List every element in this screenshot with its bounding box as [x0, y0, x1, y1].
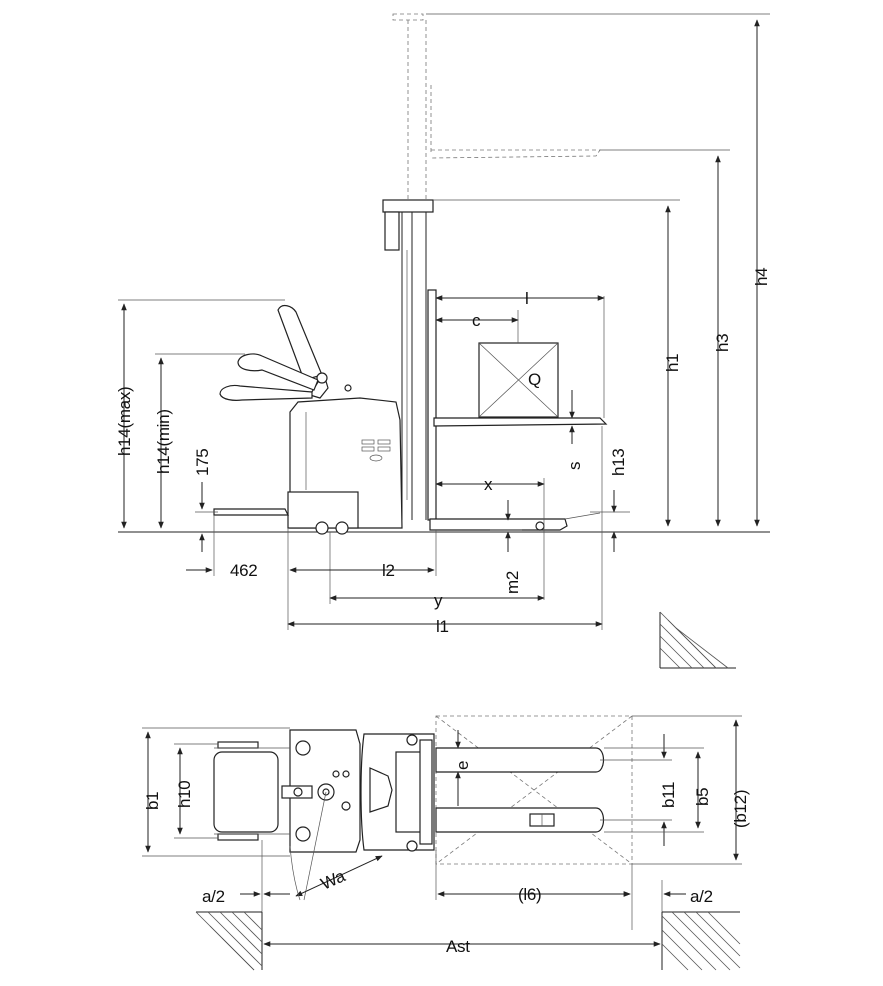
load-outline-top [435, 715, 633, 865]
fork-carriage [433, 417, 608, 427]
dim-462-l2: 462 l2 [186, 515, 437, 630]
dim-e: e [453, 730, 472, 806]
y-label: y [434, 591, 443, 610]
a2-left-label: a/2 [202, 887, 225, 906]
dim-b11: b11 [600, 734, 678, 846]
load-box: Q [478, 342, 559, 418]
dim-aisle-parts: a/2 (l6) a/2 [202, 840, 713, 970]
d175-label: 175 [193, 449, 212, 476]
l2-label: l2 [382, 561, 395, 580]
dim-s: s [565, 390, 584, 470]
h14min-label: h14(min) [154, 409, 173, 474]
d462-label: 462 [230, 561, 257, 580]
s-label: s [565, 462, 584, 470]
m2-label: m2 [503, 571, 522, 594]
h10-label: h10 [175, 781, 194, 808]
top-view: b1 h10 e b11 b5 [142, 715, 750, 971]
h4-label: h4 [752, 268, 771, 286]
forks-top [435, 747, 605, 833]
dim-b1: b1 [142, 727, 290, 857]
dim-175: 175 [193, 449, 218, 552]
dim-y: y [329, 591, 545, 610]
extended-mast-outline [392, 13, 601, 200]
a2-right-label: a/2 [690, 887, 713, 906]
b1-label: b1 [143, 792, 162, 810]
b11-label: b11 [659, 782, 678, 808]
dim-ast: Ast [263, 937, 661, 956]
h14max-label: h14(max) [115, 387, 134, 456]
wall-hatch-bottom-right [661, 911, 741, 971]
base-legs [429, 512, 601, 531]
b12-label: (b12) [731, 790, 750, 828]
dim-h3: h3 [600, 149, 732, 527]
e-label: e [453, 761, 472, 770]
truck-body [213, 397, 403, 535]
dim-m2: m2 [490, 500, 522, 594]
x-label: x [484, 475, 493, 494]
l-label: l [525, 289, 528, 308]
dim-h14min: h14(min) [154, 353, 245, 529]
dim-h1: h1 [433, 199, 682, 527]
l6-label: (l6) [518, 885, 541, 904]
h3-label: h3 [713, 334, 732, 352]
wa-label: Wa [318, 866, 349, 894]
dim-h4: h4 [426, 13, 771, 527]
truck-body-top [289, 729, 435, 853]
platform-top [213, 741, 313, 841]
dim-x: x [435, 475, 545, 600]
tiller-arm [219, 304, 352, 401]
dim-h10: h10 [174, 743, 218, 839]
dim-l-c: l c [435, 289, 605, 418]
load-label: Q [528, 370, 541, 389]
h1-label: h1 [663, 354, 682, 372]
dim-l1: l1 [287, 426, 603, 636]
dim-b5: b5 [604, 747, 712, 833]
h13-label: h13 [609, 449, 628, 476]
dim-h14max: h14(max) [115, 299, 285, 529]
c-label: c [472, 311, 481, 330]
dim-h13: h13 [590, 449, 630, 552]
wall-hatch-bottom-left [195, 911, 263, 971]
side-view: Q [115, 13, 771, 669]
b5-label: b5 [693, 788, 712, 806]
ast-label: Ast [446, 937, 470, 956]
dim-b12: (b12) [632, 715, 750, 865]
wall-hatch-side [659, 611, 736, 669]
l1-label: l1 [436, 617, 449, 636]
